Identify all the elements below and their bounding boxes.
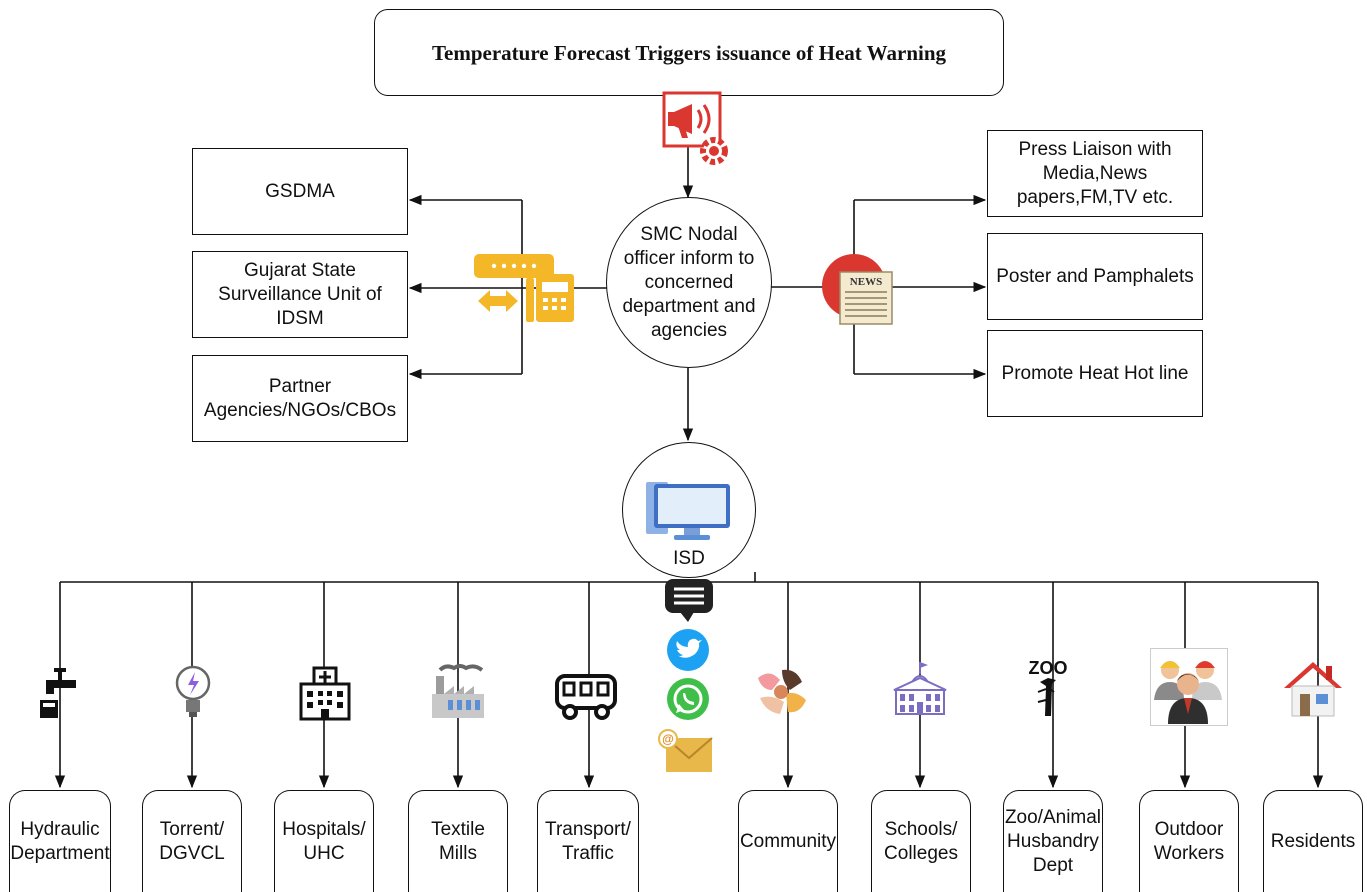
poster-pamphlets-label: Poster and Pamphalets — [996, 265, 1194, 287]
dept-torrent-dgvcl: Torrent/ DGVCL — [142, 790, 242, 892]
dept-transport: Transport/ Traffic — [537, 790, 639, 892]
dept-textile-mills: Textile Mills — [408, 790, 508, 892]
partner-agencies-box: Partner Agencies/NGOs/CBOs — [192, 355, 408, 442]
dept-community: Community — [738, 790, 838, 892]
partner-agencies-label: Partner Agencies/NGOs/CBOs — [203, 375, 397, 421]
dept-hospitals-label: Hospitals/ UHC — [282, 818, 366, 864]
dept-outdoor-workers: Outdoor Workers — [1139, 790, 1239, 892]
nodal-officer-node: SMC Nodal officer inform to concerned de… — [606, 197, 772, 368]
dept-residents: Residents — [1263, 790, 1363, 892]
heat-hotline-label: Promote Heat Hot line — [1001, 362, 1189, 384]
gujarat-surveillance-label: Gujarat State Surveillance Unit of IDSM — [218, 259, 382, 329]
gujarat-surveillance-box: Gujarat State Surveillance Unit of IDSM — [192, 251, 408, 338]
dept-textile-label: Textile Mills — [431, 818, 485, 864]
fax-phone-icon — [474, 254, 574, 322]
dept-hydraulic-label: Hydraulic Department — [10, 818, 110, 864]
dept-zoo-label: Zoo/Animal Husbandry Dept — [1004, 806, 1102, 876]
dept-hospitals: Hospitals/ UHC — [274, 790, 374, 892]
dept-hydraulic: Hydraulic Department — [9, 790, 111, 892]
workers-icon — [1150, 648, 1228, 726]
press-liaison-label: Press Liaison with Media,News papers,FM,… — [1016, 138, 1174, 208]
dept-outdoor-label: Outdoor Workers — [1153, 818, 1225, 864]
gsdma-label: GSDMA — [265, 180, 335, 202]
nodal-officer-label: SMC Nodal officer inform to concerned de… — [622, 223, 756, 341]
svg-text:@: @ — [662, 732, 674, 746]
poster-pamphlets-box: Poster and Pamphalets — [987, 233, 1203, 320]
dept-community-label: Community — [739, 830, 837, 852]
megaphone-gear-icon — [662, 91, 728, 165]
dept-transport-label: Transport/ Traffic — [545, 818, 631, 864]
dept-schools-label: Schools/ Colleges — [884, 818, 958, 864]
dept-zoo: Zoo/Animal Husbandry Dept — [1003, 790, 1103, 892]
email-icon: @ — [658, 729, 713, 772]
computer-monitor-icon — [646, 482, 730, 540]
bus-icon — [555, 674, 617, 720]
twitter-icon — [667, 629, 709, 671]
water-tap-icon — [40, 668, 76, 718]
news-icon-text: NEWS — [850, 276, 882, 288]
house-icon — [1284, 662, 1342, 717]
dept-torrent-label: Torrent/ DGVCL — [159, 818, 225, 864]
light-bulb-icon — [175, 665, 211, 717]
trigger-title: Temperature Forecast Triggers issuance o… — [431, 40, 947, 65]
zoo-icon-text: ZOO — [1029, 658, 1068, 678]
handshake-icon — [758, 669, 806, 714]
zoo-giraffe-icon: ZOO — [1029, 658, 1068, 716]
heat-warning-trigger-box: Temperature Forecast Triggers issuance o… — [374, 9, 1004, 96]
newspaper-icon: NEWS — [822, 254, 893, 325]
sms-chat-icon — [665, 579, 713, 622]
gsdma-box: GSDMA — [192, 148, 408, 235]
dept-residents-label: Residents — [1270, 830, 1356, 852]
dept-schools: Schools/ Colleges — [871, 790, 971, 892]
press-liaison-box: Press Liaison with Media,News papers,FM,… — [987, 130, 1203, 217]
school-building-icon — [893, 662, 947, 715]
isd-label: ISD — [673, 548, 705, 569]
heat-hotline-box: Promote Heat Hot line — [987, 330, 1203, 417]
factory-icon — [432, 664, 484, 718]
hospital-icon — [299, 666, 351, 721]
whatsapp-icon — [667, 678, 709, 720]
